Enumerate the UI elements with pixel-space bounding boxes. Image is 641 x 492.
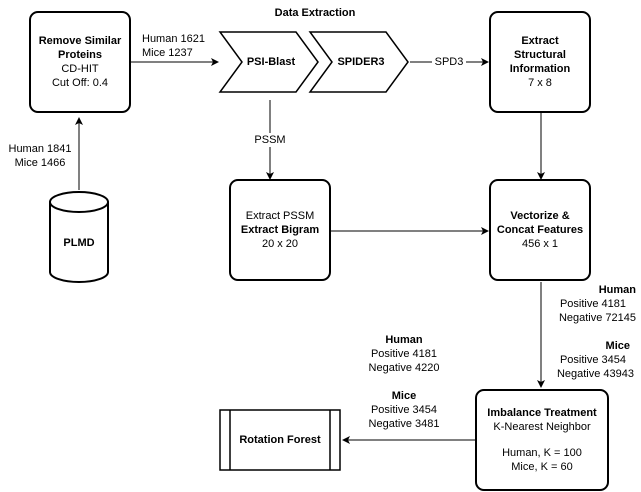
remove-similar-title-1: Remove Similar — [38, 35, 122, 47]
vectorize-text: Vectorize & Concat Features 456 x 1 — [490, 180, 590, 280]
vectorize-title-1: Vectorize & — [510, 210, 570, 222]
vectorize-mice-positive: Positive 3454 — [559, 354, 626, 366]
extract-structural-title-2: Structural — [514, 49, 566, 61]
balanced-human-negative: Negative 4220 — [368, 362, 440, 374]
imbalance-human-k: Human, K = 100 — [502, 447, 582, 459]
balanced-mice-positive: Positive 3454 — [370, 404, 438, 416]
rotation-forest-box — [219, 409, 341, 471]
extract-structural-text: Extract Structural Information 7 x 8 — [490, 12, 590, 112]
vectorize-box — [489, 179, 591, 281]
extract-pssm-dims: 20 x 20 — [261, 238, 299, 250]
balanced-mice-negative: Negative 3481 — [368, 418, 440, 430]
vectorize-title-2: Concat Features — [496, 224, 584, 236]
filtered-count-human: Human 1621 — [142, 33, 205, 45]
filtered-count-mice: Mice 1237 — [142, 47, 193, 59]
imbalance-method: K-Nearest Neighbor — [493, 421, 591, 433]
vectorize-human-negative: Negative 72145 — [558, 312, 636, 324]
plmd-count-human: Human 1841 — [8, 143, 72, 155]
extract-structural-dims: 7 x 8 — [528, 77, 552, 89]
remove-similar-text: Remove Similar Proteins CD-HIT Cut Off: … — [30, 12, 130, 112]
imbalance-mice-k: Mice, K = 60 — [511, 461, 573, 473]
extract-structural-title-3: Information — [509, 63, 571, 75]
psi-blast-label: PSI-Blast — [246, 56, 296, 68]
spider3-step — [308, 31, 409, 93]
remove-similar-cutoff: Cut Off: 0.4 — [51, 77, 109, 89]
balanced-human-title: Human — [385, 334, 423, 346]
remove-similar-box — [29, 11, 131, 113]
psi-blast-step — [218, 31, 319, 93]
imbalance-box — [475, 389, 609, 491]
diagram-title: Data Extraction — [274, 7, 356, 19]
imbalance-text: Imbalance Treatment K-Nearest Neighbor H… — [476, 390, 608, 490]
vectorize-dims: 456 x 1 — [521, 238, 559, 250]
extract-pssm-text: Extract PSSM Extract Bigram 20 x 20 — [230, 180, 330, 280]
extract-bigram-title: Extract Bigram — [240, 224, 320, 236]
extract-pssm-title: Extract PSSM — [245, 210, 315, 222]
plmd-cylinder — [49, 191, 109, 283]
extract-structural-box — [489, 11, 591, 113]
remove-similar-tool: CD-HIT — [61, 63, 99, 75]
extract-pssm-box — [229, 179, 331, 281]
balanced-human-positive: Positive 4181 — [370, 348, 438, 360]
balanced-mice-title: Mice — [391, 390, 417, 402]
plmd-count-mice: Mice 1466 — [14, 157, 66, 169]
spider3-label: SPIDER3 — [337, 56, 385, 68]
vectorize-mice-negative: Negative 43943 — [556, 368, 634, 380]
vectorize-mice-title: Mice — [605, 340, 630, 352]
imbalance-title: Imbalance Treatment — [487, 407, 597, 419]
remove-similar-title-2: Proteins — [57, 49, 102, 61]
vectorize-human-positive: Positive 4181 — [559, 298, 626, 310]
rotation-forest-label: Rotation Forest — [239, 434, 321, 446]
spd3-label: SPD3 — [432, 55, 466, 69]
plmd-label: PLMD — [63, 237, 95, 249]
vectorize-human-title: Human — [598, 284, 636, 296]
extract-structural-title-1: Extract — [521, 35, 559, 47]
pssm-label: PSSM — [250, 133, 290, 147]
